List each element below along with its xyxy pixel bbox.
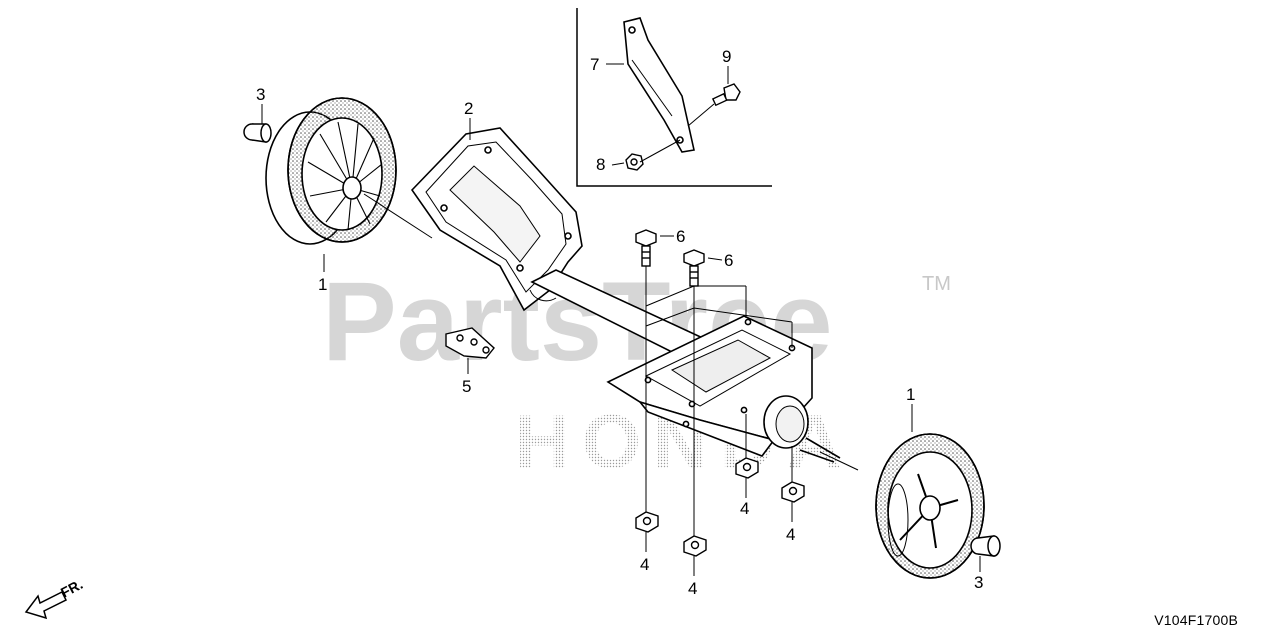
wheel-left	[265, 97, 433, 245]
callout-cap-left: 3	[256, 85, 265, 104]
callout-bracket: 7	[590, 55, 599, 74]
clip-part	[445, 327, 495, 359]
callout-wheel-right: 1	[906, 385, 915, 404]
callout-wheel-left: 1	[318, 275, 327, 294]
nut-c	[735, 457, 759, 479]
callout-cap-right: 3	[974, 573, 983, 592]
callout-clip: 5	[462, 377, 471, 396]
callout-nut-a: 4	[640, 555, 649, 574]
callout-bolt-a: 6	[676, 227, 685, 246]
callout-frame: 2	[464, 99, 473, 118]
cap-right	[970, 535, 1001, 557]
callout-bracket-nut: 8	[596, 155, 605, 174]
wheel-right	[819, 433, 985, 579]
bolt-a	[635, 229, 657, 267]
nut-a	[635, 511, 659, 533]
leader-lines	[261, 104, 981, 576]
inset-border	[576, 8, 772, 187]
watermark-tm: TM	[922, 273, 951, 295]
bracket-part	[623, 17, 695, 153]
nut-d	[781, 481, 805, 503]
callout-bolt-b: 6	[724, 251, 733, 270]
bracket-bolt	[711, 83, 741, 107]
cap-left	[243, 123, 272, 143]
bracket-leaders	[606, 63, 729, 166]
callout-nut-d: 4	[786, 525, 795, 544]
front-arrow-icon: FR.	[24, 576, 85, 620]
callout-nut-c: 4	[740, 499, 749, 518]
nut-b	[683, 535, 707, 557]
bracket-nut	[625, 153, 644, 171]
diagram-code: V104F1700B	[1154, 612, 1238, 628]
frame-part	[410, 127, 841, 463]
callout-bracket-bolt: 9	[722, 47, 731, 66]
callout-nut-b: 4	[688, 579, 697, 598]
